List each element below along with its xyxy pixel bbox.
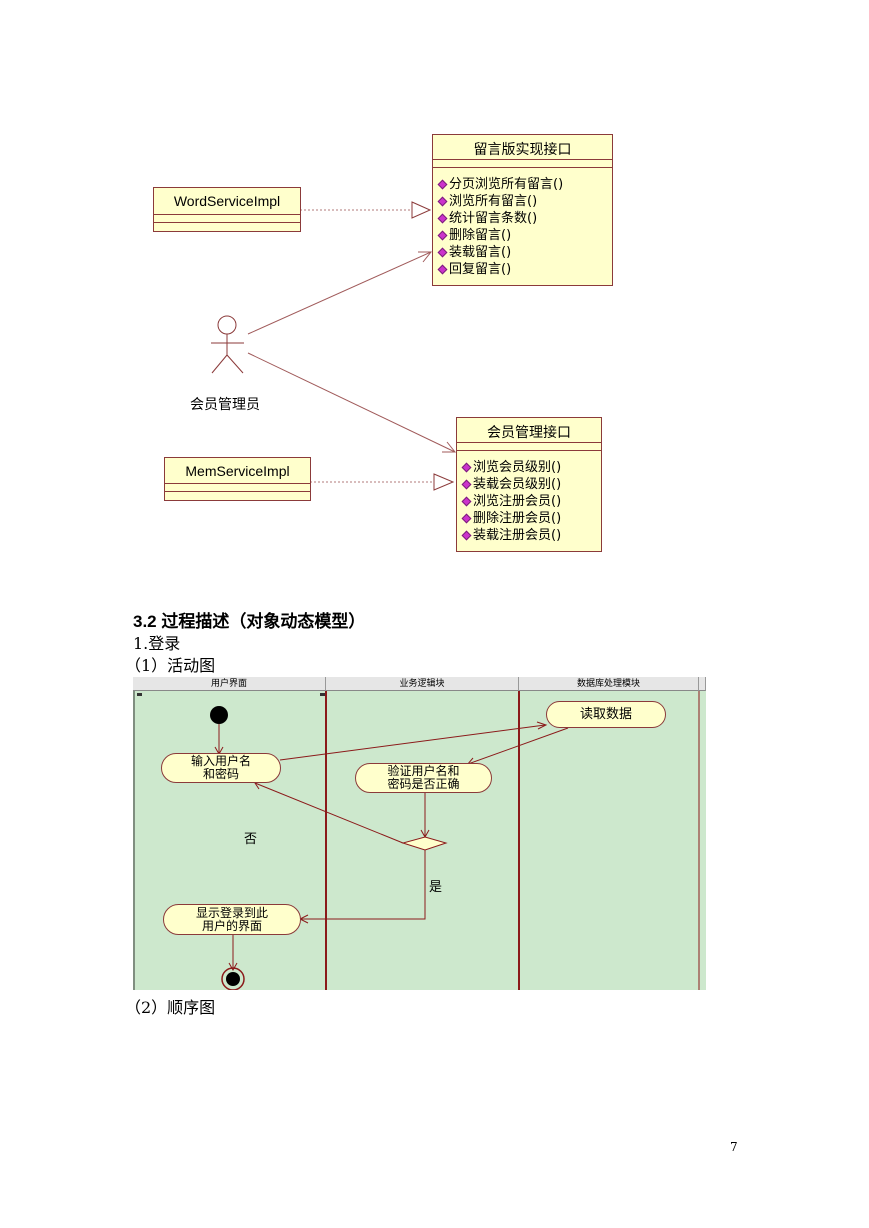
sub-activity-diagram: （1）活动图 bbox=[125, 656, 216, 675]
operation: 回复留言() bbox=[437, 261, 511, 278]
operation: 删除留言() bbox=[437, 227, 511, 244]
activity-show-user-page: 显示登录到此用户的界面 bbox=[163, 904, 301, 935]
operation: 浏览会员级别() bbox=[461, 459, 561, 476]
operation: 浏览注册会员() bbox=[461, 493, 561, 510]
operation-icon bbox=[461, 496, 472, 507]
operation-icon bbox=[437, 213, 448, 224]
operation: 分页浏览所有留言() bbox=[437, 176, 563, 193]
activity-input: 输入用户名和密码 bbox=[161, 753, 281, 783]
class-title: WordServiceImpl bbox=[173, 193, 281, 209]
actor-label: 会员管理员 bbox=[190, 397, 260, 413]
page-number: 7 bbox=[730, 1140, 738, 1154]
lane-header-ui: 用户界面 bbox=[133, 677, 326, 691]
operation: 装载会员级别() bbox=[461, 476, 561, 493]
operation-icon bbox=[437, 179, 448, 190]
operation-icon bbox=[461, 462, 472, 473]
interface-title: 会员管理接口 bbox=[487, 425, 571, 441]
item-login: 1.登录 bbox=[133, 634, 181, 653]
activity-verify: 验证用户名和密码是否正确 bbox=[355, 763, 492, 793]
operation-icon bbox=[437, 230, 448, 241]
operation: 装载注册会员() bbox=[461, 527, 561, 544]
operation-icon bbox=[437, 264, 448, 275]
activity-diagram: 用户界面 业务逻辑块 数据库处理模块 bbox=[133, 677, 706, 990]
operation-icon bbox=[437, 196, 448, 207]
operation: 统计留言条数() bbox=[437, 210, 537, 227]
class-diagram-connectors bbox=[211, 201, 457, 491]
sub-sequence-diagram: （2）顺序图 bbox=[125, 998, 216, 1017]
lane-header-business: 业务逻辑块 bbox=[326, 677, 519, 691]
operation: 浏览所有留言() bbox=[437, 193, 537, 210]
guard-no: 否 bbox=[244, 832, 258, 847]
class-mem-service-impl: MemServiceImpl bbox=[164, 457, 311, 501]
guard-yes: 是 bbox=[429, 880, 443, 895]
interface-member-management: 会员管理接口 浏览会员级别() 装载会员级别() 浏览注册会员() 删除注册会员… bbox=[456, 417, 602, 552]
end-node bbox=[221, 967, 245, 990]
start-node bbox=[210, 706, 228, 724]
class-word-service-impl: WordServiceImpl bbox=[153, 187, 301, 232]
activity-read-data: 读取数据 bbox=[546, 701, 666, 728]
section-heading: 3.2 过程描述（对象动态模型） bbox=[133, 612, 366, 631]
activity-flows bbox=[133, 691, 700, 990]
operation: 删除注册会员() bbox=[461, 510, 561, 527]
class-title: MemServiceImpl bbox=[185, 463, 290, 479]
operation-icon bbox=[461, 513, 472, 524]
operation-icon bbox=[437, 247, 448, 258]
actor-icon bbox=[211, 315, 244, 374]
operation-icon bbox=[461, 479, 472, 490]
operation: 装载留言() bbox=[437, 244, 511, 261]
interface-title: 留言版实现接口 bbox=[473, 142, 572, 158]
lane-header-database: 数据库处理模块 bbox=[519, 677, 699, 691]
interface-message-board: 留言版实现接口 分页浏览所有留言() 浏览所有留言() 统计留言条数() 删除留… bbox=[432, 134, 613, 286]
operation-icon bbox=[461, 530, 472, 541]
decision-diamond bbox=[401, 836, 448, 851]
